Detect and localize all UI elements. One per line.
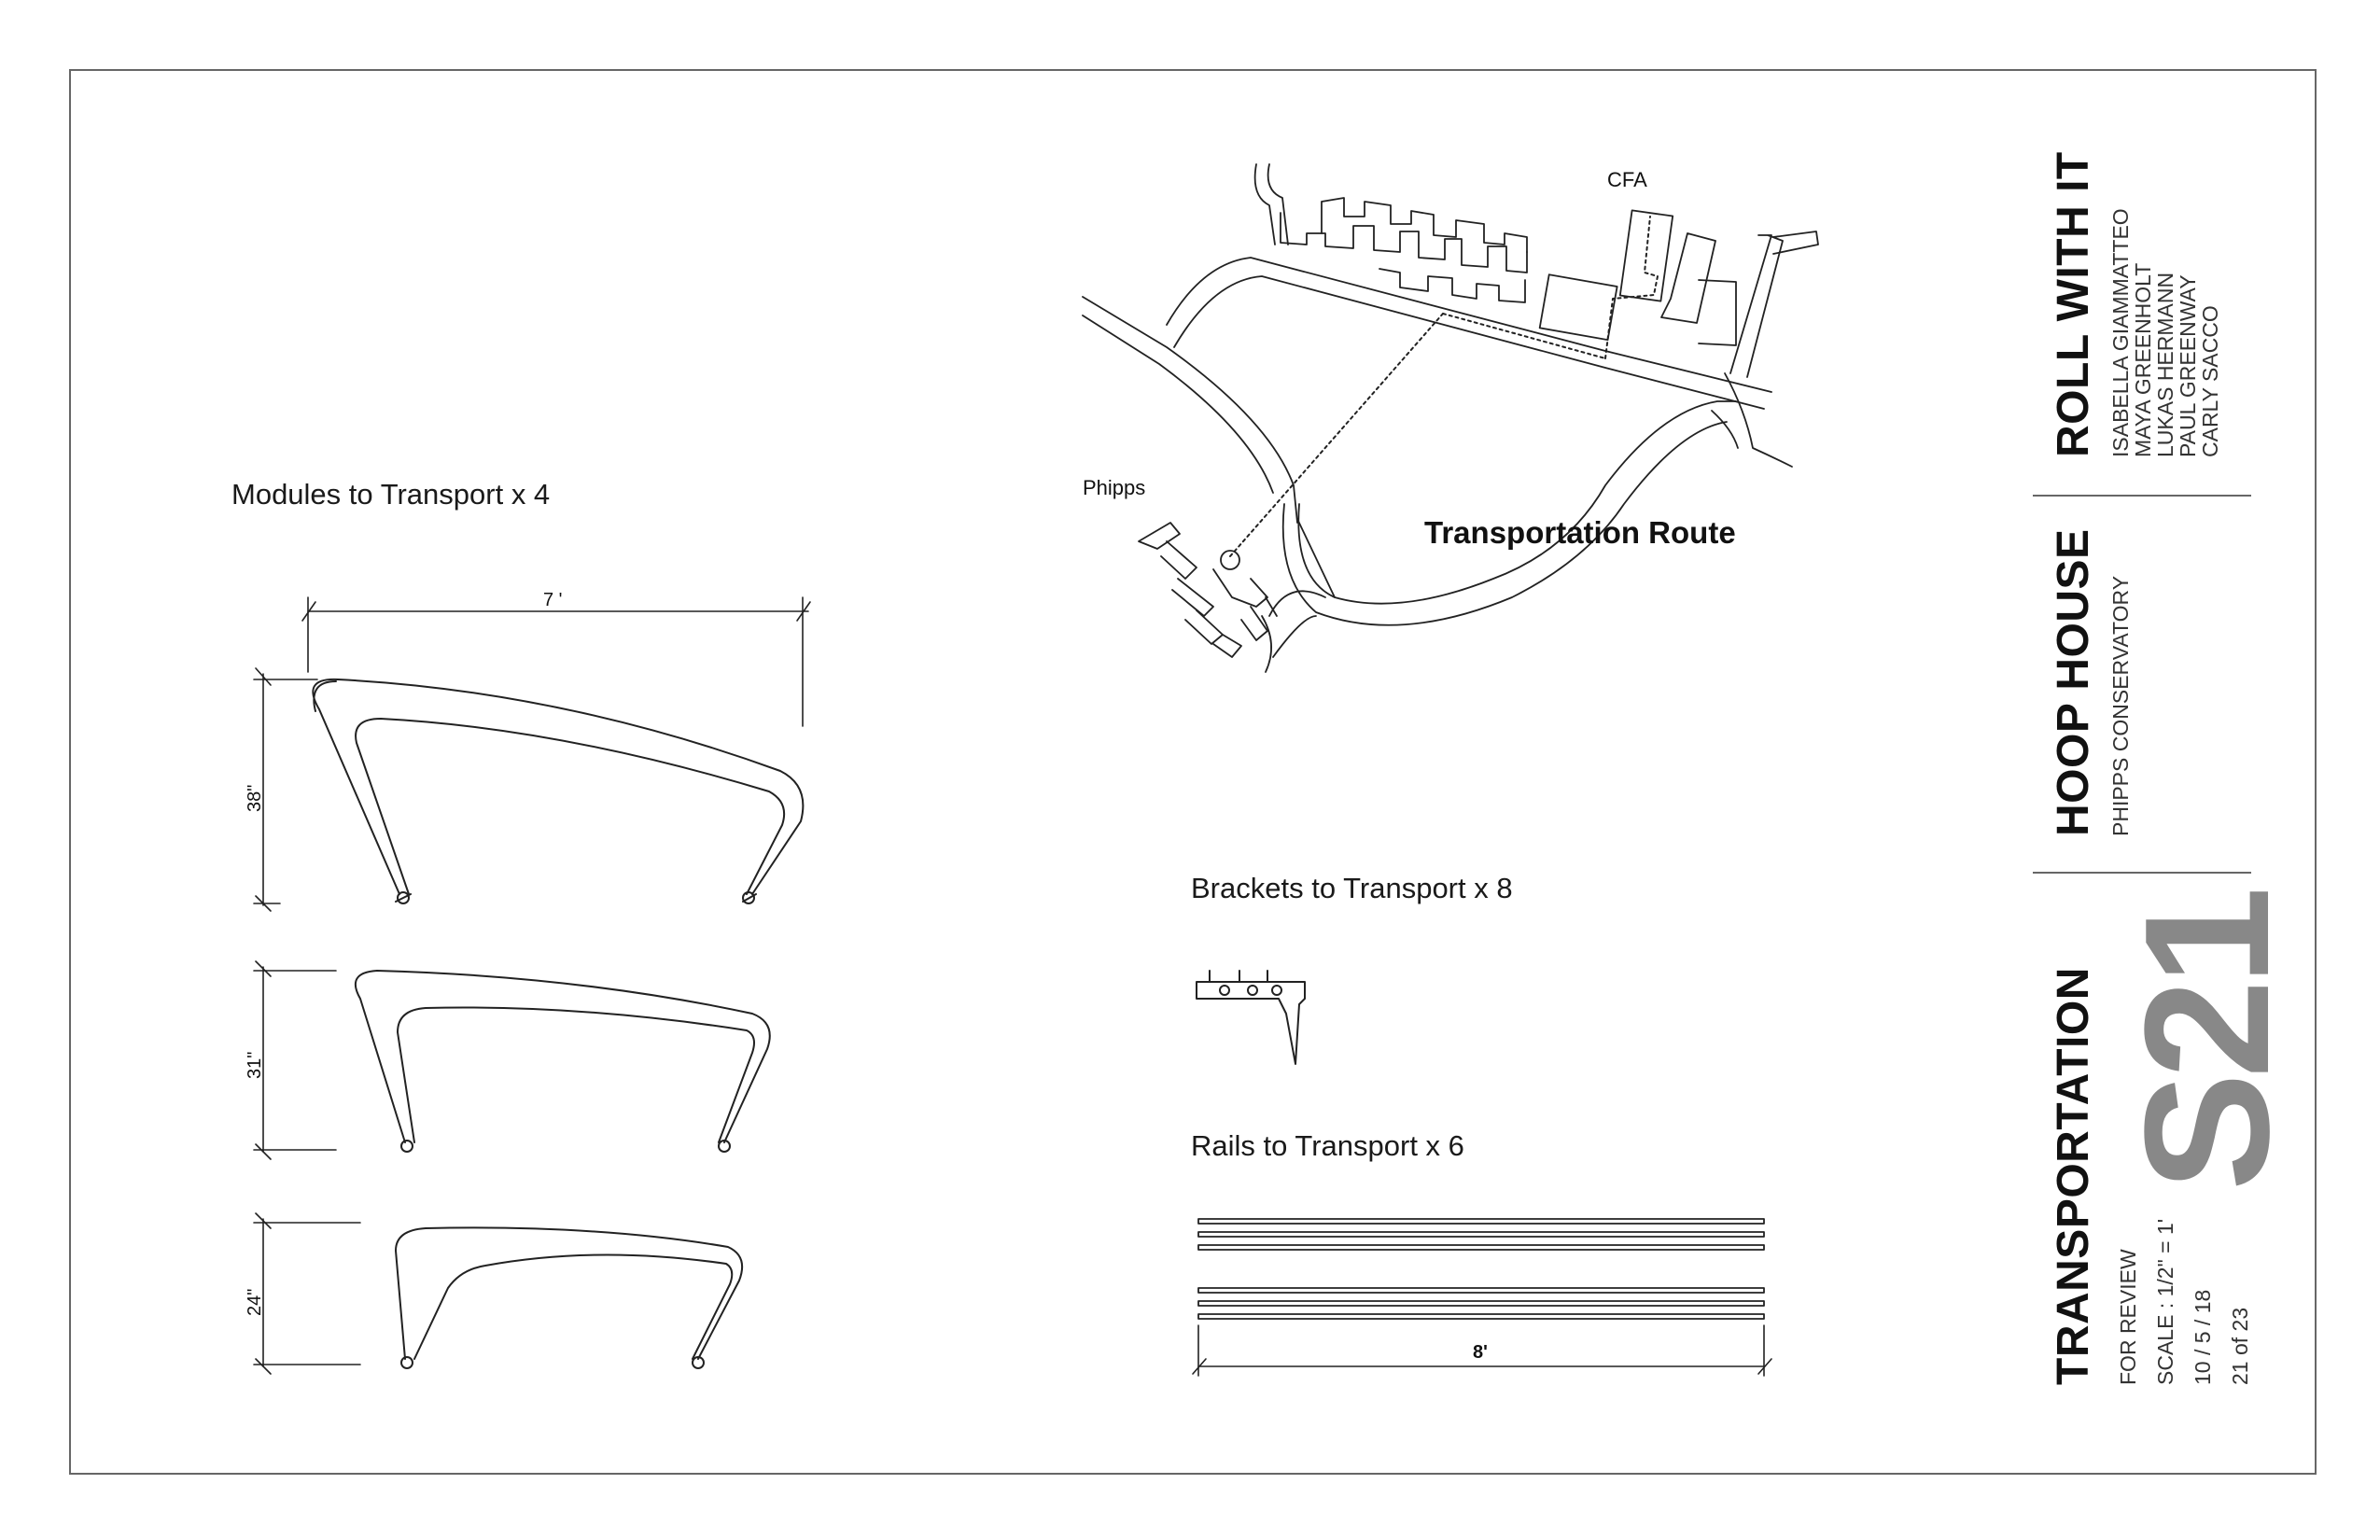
rails-drawing: [1197, 1218, 1765, 1320]
note-date: 10 / 5 / 18: [2191, 1289, 2215, 1385]
project-title: ROLL WITH IT: [2049, 151, 2098, 457]
cfa-label: CFA: [1607, 168, 1647, 191]
route-label: Transportation Route: [1424, 515, 1736, 550]
dimension-h2-label: 31": [245, 1051, 265, 1079]
note-page: 21 of 23: [2228, 1307, 2252, 1385]
dimension-rail: [1192, 1324, 1772, 1377]
dimension-width: [301, 596, 811, 727]
team-member: LUKAS HERMANN: [2153, 272, 2177, 457]
subject-title: HOOP HOUSE: [2049, 528, 2098, 836]
route-path: [1229, 216, 1659, 557]
brackets-label: Brackets to Transport x 8: [1191, 872, 1513, 904]
title-divider-1: [2033, 495, 2251, 497]
sheet-frame: [69, 69, 2317, 1475]
hoop-module-31: [355, 970, 771, 1153]
rails-label: Rails to Transport x 6: [1191, 1129, 1464, 1162]
sheet-notes: FOR REVIEW SCALE : 1/2" = 1' 10 / 5 / 18…: [2109, 1219, 2259, 1385]
dimension-h1-label: 38": [245, 784, 265, 812]
dimension-h2: [253, 960, 337, 1160]
modules-label: Modules to Transport x 4: [231, 478, 551, 511]
site-map: [1082, 163, 1819, 673]
team-member: ISABELLA GIAMMATTEO: [2108, 208, 2133, 457]
note-review: FOR REVIEW: [2116, 1249, 2140, 1385]
team-member: PAUL GREENWAY: [2176, 274, 2200, 457]
client-name: PHIPPS CONSERVATORY: [2108, 575, 2133, 836]
note-scale: SCALE : 1/2" = 1': [2153, 1218, 2177, 1385]
hoop-module-24: [395, 1226, 743, 1369]
team-member: CARLY SACCO: [2198, 305, 2222, 457]
dimension-h1: [253, 667, 318, 912]
title-divider-2: [2033, 872, 2251, 874]
team-member: MAYA GREENHOLT: [2131, 262, 2155, 457]
sheet-number: S21: [2108, 891, 2306, 1191]
dimension-width-label: 7 ': [543, 590, 563, 610]
dimension-rail-label: 8': [1473, 1342, 1488, 1363]
sheet-title: TRANSPORTATION: [2049, 967, 2098, 1385]
dimension-h3-label: 24": [245, 1288, 265, 1316]
hoop-module-38: [312, 678, 805, 904]
team-list: ISABELLA GIAMMATTEO MAYA GREENHOLT LUKAS…: [2108, 208, 2222, 457]
phipps-label: Phipps: [1083, 476, 1146, 499]
bracket-drawing: [1196, 970, 1306, 1065]
dimension-h3: [253, 1212, 361, 1375]
